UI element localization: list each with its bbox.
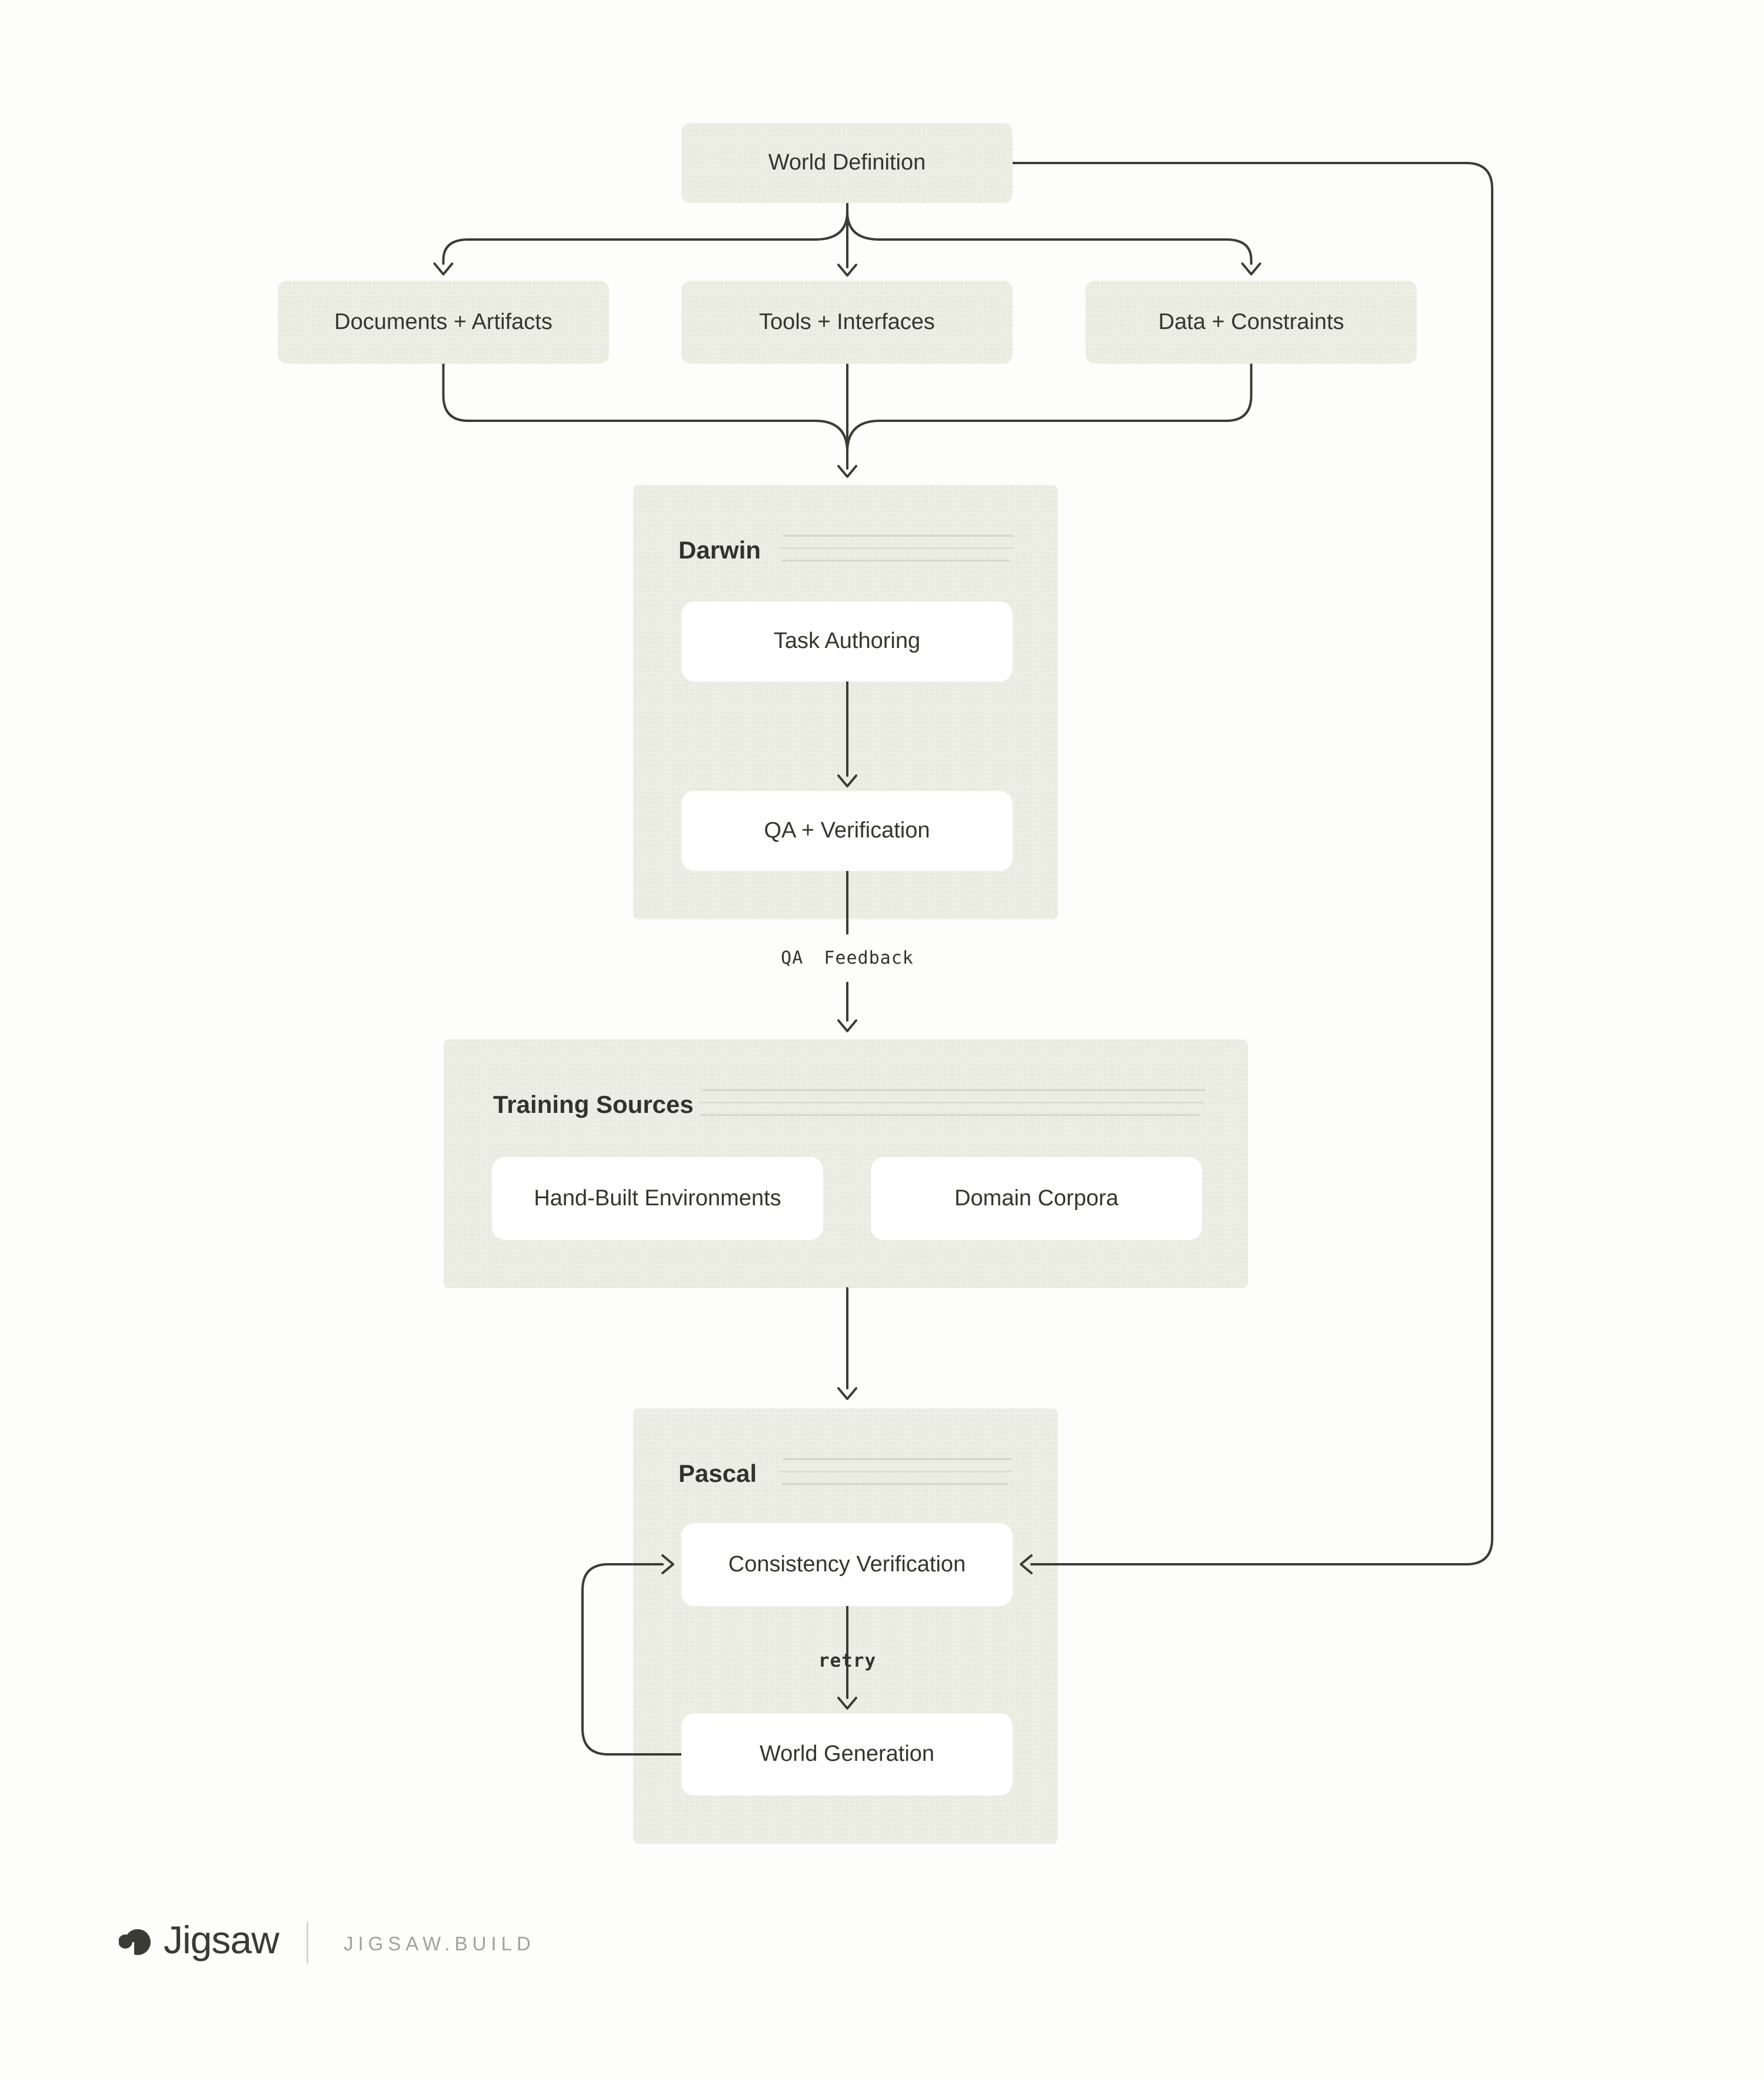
node-domain-corpora-label: Domain Corpora [954,1185,1119,1211]
footer-site-url: JIGSAW.BUILD [344,1933,535,1954]
arrowhead-data [1241,262,1262,275]
edge-label-qa-feedback: QA Feedback [781,948,914,969]
jigsaw-wordmark: Jigsaw [164,1918,279,1962]
node-world-generation: World Generation [681,1713,1013,1796]
footer-divider [307,1922,308,1963]
node-world-generation-label: World Generation [759,1741,935,1767]
edge-worlddef-to-documents [442,211,848,265]
node-consistency-verification-label: Consistency Verification [728,1551,966,1577]
node-documents-artifacts-label: Documents + Artifacts [334,309,553,334]
node-task-authoring: Task Authoring [681,601,1013,682]
decorative-rule [783,535,1014,537]
decorative-rule [780,1471,1012,1472]
arrowhead-tools [837,264,857,277]
arrowhead-qa [837,774,857,787]
arrowhead-consistency-left [661,1554,674,1574]
arrowhead-consistency-right [1020,1554,1033,1574]
section-pascal-label: Pascal [678,1460,757,1487]
arrowhead-darwin [837,465,857,478]
node-hand-built-environments: Hand-Built Environments [492,1157,823,1240]
decorative-rule [781,560,1010,561]
node-tools-interfaces-label: Tools + Interfaces [759,309,935,334]
section-training-sources-label: Training Sources [493,1091,694,1118]
node-task-authoring-label: Task Authoring [773,629,921,654]
decorative-rule [781,1483,1009,1485]
decorative-rule [698,1102,1204,1103]
decorative-rule [702,1089,1206,1091]
arrowhead-pascal [837,1387,857,1400]
decorative-rule [700,1114,1199,1116]
node-hand-built-environments-label: Hand-Built Environments [534,1185,781,1211]
arrowhead-documents [433,262,454,275]
jigsaw-logo-icon [119,1929,151,1959]
section-darwin-label: Darwin [678,536,761,564]
node-world-definition-label: World Definition [768,150,926,175]
node-domain-corpora: Domain Corpora [871,1157,1202,1240]
node-tools-interfaces: Tools + Interfaces [681,281,1013,364]
node-data-constraints-label: Data + Constraints [1158,309,1344,334]
edge-label-retry: retry [818,1650,877,1671]
node-qa-verification-label: QA + Verification [764,818,930,843]
decorative-rule [783,1458,1012,1460]
edge-documents-to-darwin [442,363,848,453]
node-world-definition: World Definition [681,123,1013,203]
edge-worlddef-to-consistency [1011,162,1493,1565]
decorative-rule [780,547,1014,549]
arrowhead-training-sources [837,1019,857,1032]
node-consistency-verification: Consistency Verification [681,1523,1013,1606]
arrowhead-world-generation [837,1697,857,1710]
edge-worldgen-loop-to-consistency [581,1563,683,1756]
node-documents-artifacts: Documents + Artifacts [278,281,609,364]
edge-worlddef-to-data [846,211,1253,265]
node-data-constraints: Data + Constraints [1086,281,1417,364]
node-qa-verification: QA + Verification [681,791,1013,871]
edge-data-to-darwin [846,363,1253,453]
